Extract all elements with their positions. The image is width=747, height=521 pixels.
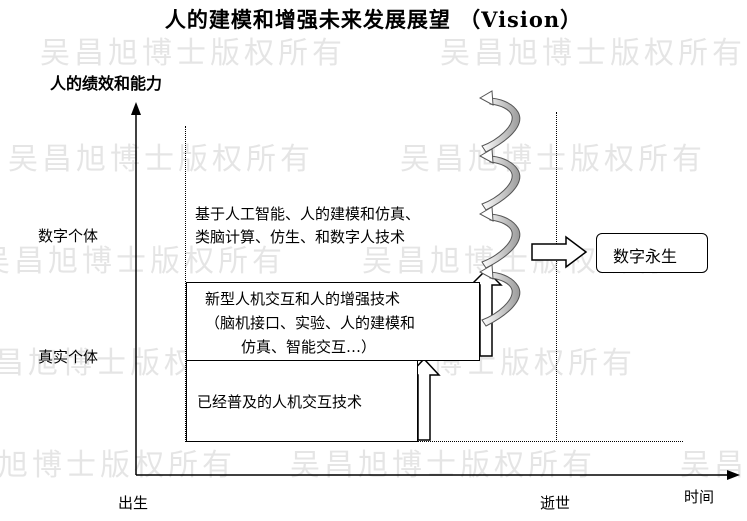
new-tech-line-1: 新型人机交互和人的增强技术	[205, 290, 401, 308]
existing-tech-box: 已经普及的人机交互技术	[186, 360, 418, 442]
baseline-guide-line	[185, 441, 683, 442]
y-level-real: 真实个体	[38, 348, 99, 366]
death-guide-line	[556, 112, 557, 442]
y-axis-label: 人的绩效和能力	[50, 74, 163, 93]
x-label-time: 时间	[684, 488, 715, 506]
y-level-digital: 数字个体	[38, 227, 99, 245]
existing-tech-label: 已经普及的人机交互技术	[197, 393, 363, 411]
ai-modeling-line-2: 类脑计算、仿生、和数字人技术	[195, 228, 406, 246]
x-label-birth: 出生	[118, 494, 149, 512]
digital-immortality-label: 数字永生	[613, 247, 678, 266]
digital-immortality-box: 数字永生	[596, 233, 708, 273]
left-guide-line	[185, 126, 186, 442]
x-label-death: 逝世	[540, 494, 571, 512]
new-tech-line-2: （脑机接口、实验、人的建模和	[205, 314, 416, 332]
ai-modeling-line-1: 基于人工智能、人的建模和仿真、	[195, 205, 421, 223]
diagram-title: 人的建模和增强未来发展展望 （Vision）	[164, 7, 583, 32]
new-tech-box: 新型人机交互和人的增强技术 （脑机接口、实验、人的建模和 仿真、智能交互…）	[186, 282, 480, 361]
new-tech-line-3: 仿真、智能交互…）	[241, 338, 377, 356]
